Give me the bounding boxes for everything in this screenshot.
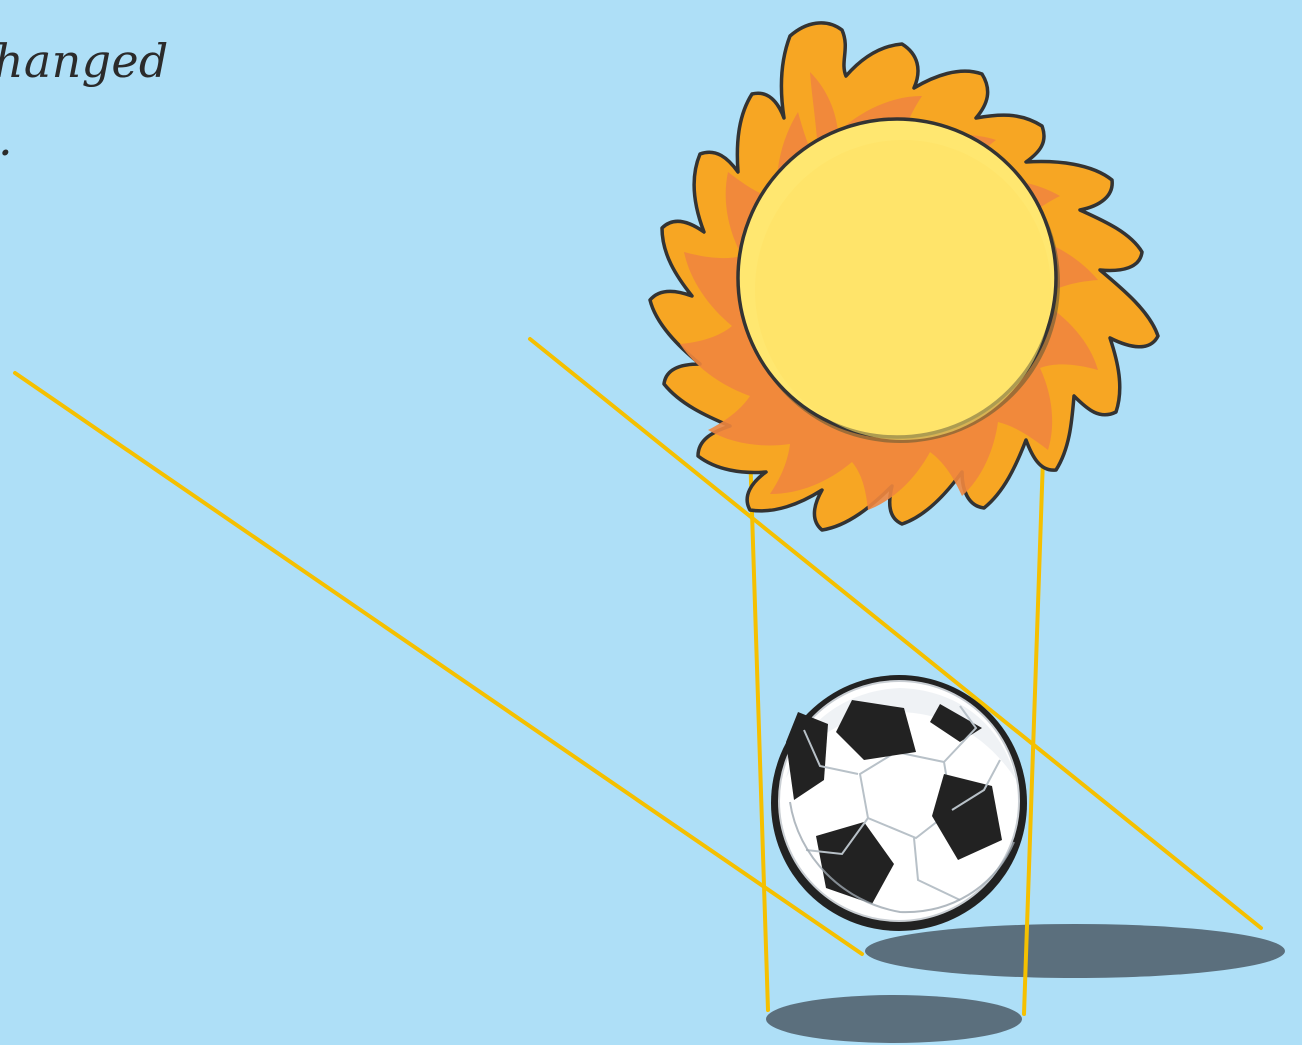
shadow-short	[766, 995, 1022, 1043]
light-rays	[15, 339, 1261, 1014]
football-icon	[771, 675, 1027, 931]
shadow-long	[865, 924, 1285, 978]
sun-icon	[650, 23, 1158, 530]
